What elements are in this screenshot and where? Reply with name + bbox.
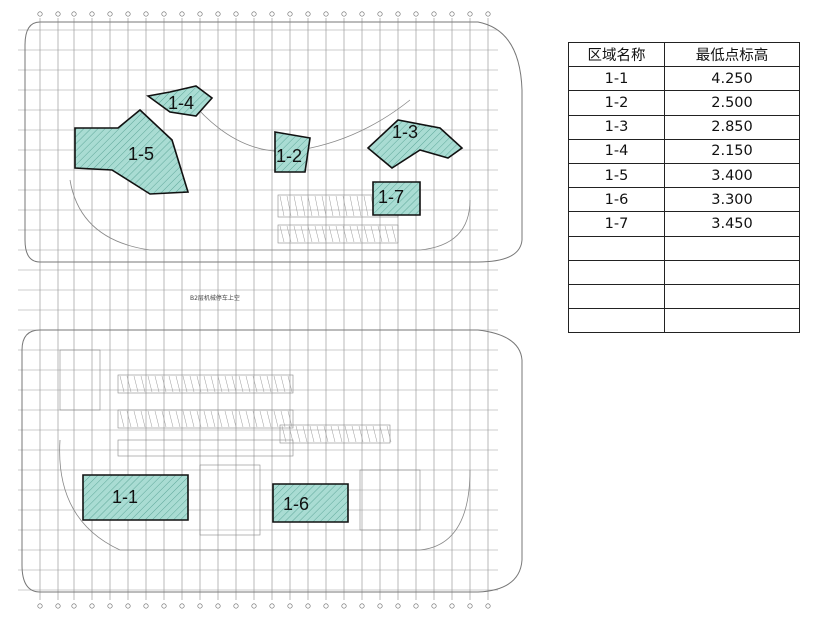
cell-min-elevation: 2.850 [664, 114, 800, 140]
cell-min-elevation: 3.300 [664, 187, 800, 213]
table-row [568, 235, 800, 261]
zone-1-4-area [146, 85, 214, 117]
plan-note: B2层机械停车上空 [190, 294, 240, 302]
zone-1-6-area [272, 483, 349, 523]
cell-zone-name [568, 283, 665, 310]
cell-min-elevation: 3.450 [664, 211, 800, 237]
cell-zone-name: 1-4 [568, 138, 665, 164]
cell-min-elevation [664, 283, 800, 310]
cell-min-elevation [664, 308, 800, 334]
zone-1-7-area [372, 181, 421, 216]
cell-zone-name: 1-6 [568, 187, 665, 213]
table-row [568, 308, 800, 334]
zone-1-5-area [74, 108, 190, 195]
zones [74, 85, 464, 523]
table-row [568, 283, 800, 310]
cell-zone-name [568, 235, 665, 261]
zone-1-5-label: 1-5 [128, 144, 154, 164]
zone-1-1-label: 1-1 [112, 487, 138, 507]
cell-min-elevation: 2.150 [664, 138, 800, 164]
zone-1-6-label: 1-6 [283, 494, 309, 514]
cell-zone-name [568, 308, 665, 334]
cell-zone-name: 1-2 [568, 90, 665, 116]
cell-min-elevation [664, 235, 800, 261]
cell-zone-name [568, 259, 665, 285]
table-header-row: 区域名称 最低点标高 [568, 41, 800, 68]
zone-1-7-label: 1-7 [378, 187, 404, 207]
cell-min-elevation: 4.250 [664, 66, 800, 92]
cell-zone-name: 1-5 [568, 162, 665, 189]
cell-min-elevation: 3.400 [664, 162, 800, 189]
zone-1-3-label: 1-3 [392, 122, 418, 142]
zone-1-2-area [274, 131, 311, 173]
column-header-zone-name: 区域名称 [568, 41, 665, 68]
cell-min-elevation: 2.500 [664, 90, 800, 116]
cell-zone-name: 1-1 [568, 66, 665, 92]
zone-labels: 1-1 1-2 1-3 1-4 1-5 1-6 1-7 B2层机械停车上空 [112, 93, 418, 514]
building-outline [21, 21, 523, 593]
cell-zone-name: 1-7 [568, 211, 665, 237]
cell-zone-name: 1-3 [568, 114, 665, 140]
floor-plan-svg: 1-1 1-2 1-3 1-4 1-5 1-6 1-7 B2层机械停车上空 [18, 11, 523, 609]
zone-1-4-label: 1-4 [168, 93, 194, 113]
zone-1-3-area [366, 119, 464, 169]
zone-1-1-area [82, 474, 189, 521]
column-header-min-elevation: 最低点标高 [664, 41, 800, 68]
zone-1-2-label: 1-2 [276, 146, 302, 166]
cell-min-elevation [664, 259, 800, 285]
floor-plan-drawing: 1-1 1-2 1-3 1-4 1-5 1-6 1-7 B2层机械停车上空 [18, 11, 523, 609]
table-row [568, 259, 800, 285]
